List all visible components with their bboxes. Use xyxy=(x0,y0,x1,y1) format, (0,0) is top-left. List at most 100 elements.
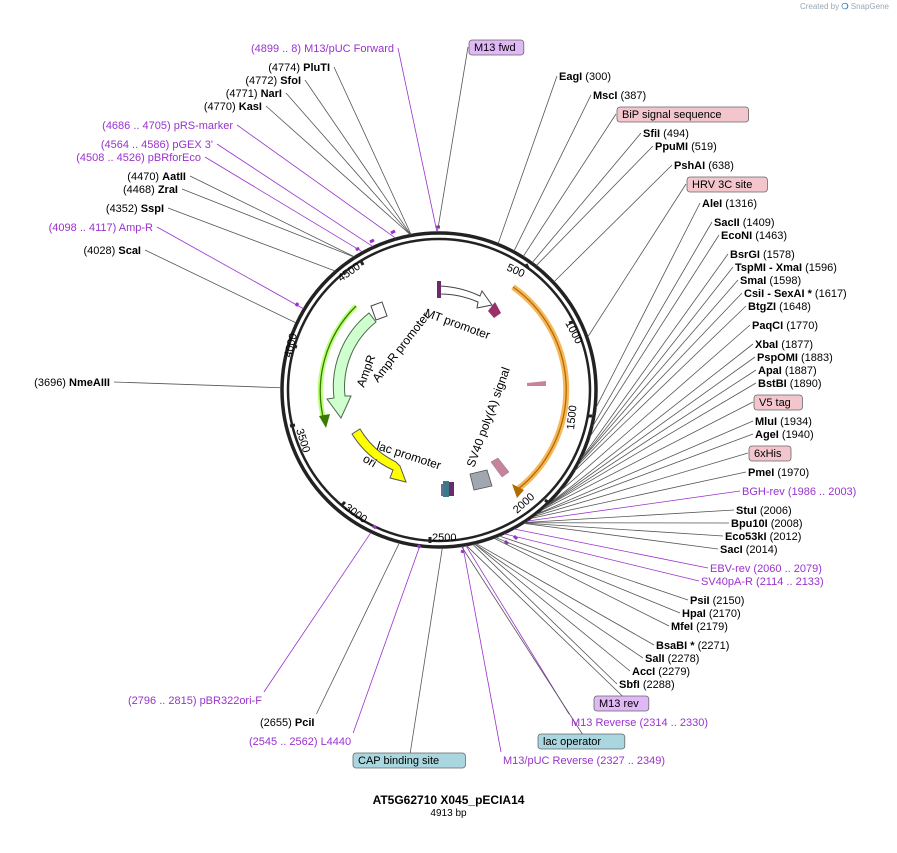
right-label-paqci: PaqCI (1770) xyxy=(752,320,818,332)
left-label-sspi: (4352) SspI xyxy=(106,203,164,215)
sv40pa-box xyxy=(469,469,493,491)
bottom-label-pcii: (2655) PciI xyxy=(260,717,314,729)
mt-promoter-label: MT promoter xyxy=(423,306,492,343)
right-label-sacii-position: (1409) xyxy=(743,217,775,229)
right-label-bgh-rev-line xyxy=(527,490,741,522)
label-connectors xyxy=(113,46,757,754)
right-label-bip-signal-sequence-line xyxy=(522,113,617,257)
right-label-mfei-line xyxy=(493,537,670,627)
right-label-smai-line xyxy=(579,279,739,463)
right-label-hpai-position: (2170) xyxy=(709,608,741,620)
left-label-kasi-line xyxy=(265,105,411,235)
left-label-sfoi-line xyxy=(304,79,411,235)
right-label-alei-position: (1316) xyxy=(725,198,757,210)
right-label-ppumi-text: PpuMI (519) xyxy=(655,141,717,153)
left-label-zrai-enzyme: ZraI xyxy=(158,184,178,196)
right-label-mlui-position: (1934) xyxy=(780,416,812,428)
left-label-4098-4117-amp-r-line xyxy=(156,226,304,310)
right-label-saci: SacI (2014) xyxy=(720,544,777,556)
bottom-label-l4440-range: (2545 .. 2562) xyxy=(249,736,321,748)
right-label-sfii-line xyxy=(532,132,642,263)
right-label-eagi: EagI (300) xyxy=(559,71,611,83)
right-label-6xhis-box xyxy=(748,445,792,462)
right-label-btgzi-line xyxy=(574,305,747,472)
right-label-alei-enzyme: AleI xyxy=(702,198,725,210)
right-label-apai-text: ApaI (1887) xyxy=(758,365,817,377)
right-label-m13-fwd: M13 fwd xyxy=(468,39,525,56)
right-label-ebv-rev-line xyxy=(514,528,709,569)
right-label-acci-enzyme: AccI xyxy=(632,666,658,678)
bottom-label-pcii-line xyxy=(316,542,400,715)
right-label-ppumi-position: (519) xyxy=(691,141,717,153)
right-label-smai: SmaI (1598) xyxy=(740,275,801,287)
right-label-psii-enzyme: PsiI xyxy=(690,595,713,607)
right-label-xbai-enzyme: XbaI xyxy=(755,339,781,351)
right-label-bpu10i-enzyme: Bpu10I xyxy=(731,518,771,530)
left-label-4508-4526-pbrforeco-text: (4508 .. 4526) pBRforEco xyxy=(76,152,201,164)
left-label-4564-4586-pgex-3: (4564 .. 4586) pGEX 3' xyxy=(101,139,213,151)
left-label-sspi-enzyme: SspI xyxy=(141,203,164,215)
right-label-acci-line xyxy=(474,543,631,672)
right-label-mfei-position: (2179) xyxy=(696,621,728,633)
bottom-label-m13-reverse-text: M13 Reverse (2314 .. 2330) xyxy=(571,717,708,729)
right-label-sbfi: SbfI (2288) xyxy=(619,679,675,691)
left-label-pluti: (4774) PluTI xyxy=(268,62,330,74)
left-label-4098-4117-amp-r: (4098 .. 4117) Amp-R xyxy=(49,222,153,234)
left-label-aatii: (4470) AatII xyxy=(127,171,186,183)
bip-sv40-region-arc-inner xyxy=(512,286,567,490)
right-label-agei-line xyxy=(535,433,754,516)
right-label-eco53ki-line xyxy=(524,522,724,537)
right-label-mfei: MfeI (2179) xyxy=(671,621,728,633)
right-label-sv40pa-r: SV40pA-R (2114 .. 2133) xyxy=(701,576,824,588)
right-label-bsabi-position: (2271) xyxy=(698,640,730,652)
bottom-label-cap-binding-site-box xyxy=(352,752,466,769)
ampR-arc-arrowhead xyxy=(319,414,330,428)
right-label-pspomi-position: (1883) xyxy=(801,352,833,364)
right-label-apai-position: (1887) xyxy=(785,365,817,377)
bottom-label-cap-binding-site-text: CAP binding site xyxy=(358,755,439,767)
right-label-bstbi: BstBI (1890) xyxy=(758,378,822,390)
tick-label-4500: 4500 xyxy=(336,261,363,285)
left-label-nmeaiii-line xyxy=(113,381,282,389)
right-label-hrv-3c-site: HRV 3C site xyxy=(686,176,768,193)
right-label-bgh-rev-range: (1986 .. 2003) xyxy=(788,486,857,498)
right-label-hrv-3c-site-line xyxy=(587,183,687,338)
right-label-stui-text: StuI (2006) xyxy=(736,505,792,517)
right-label-sacii-enzyme: SacII xyxy=(714,217,743,229)
right-label-tspmi-xmai-line xyxy=(579,266,734,462)
bottom-label-lac-operator-line xyxy=(461,546,583,735)
right-label-pmei-position: (1970) xyxy=(777,467,809,479)
right-label-sbfi-position: (2288) xyxy=(643,679,675,691)
left-label-aatii-text: (4470) AatII xyxy=(127,171,186,183)
right-label-eagi-enzyme: EagI xyxy=(559,71,585,83)
right-label-v5-tag-line xyxy=(541,401,754,511)
left-label-nari-text: (4771) NarI xyxy=(226,88,282,100)
right-label-ebv-rev-text: EBV-rev (2060 .. 2079) xyxy=(710,563,822,575)
right-label-paqci-position: (1770) xyxy=(786,320,818,332)
right-label-sv40pa-r-primer: SV40pA-R xyxy=(701,576,756,588)
left-label-pluti-enzyme: PluTI xyxy=(303,62,330,74)
left-label-4564-4586-pgex-3-text: (4564 .. 4586) pGEX 3' xyxy=(101,139,213,151)
plasmid-name: AT5G62710 X045_pECIA14 xyxy=(372,793,525,807)
right-label-sfii: SfiI (494) xyxy=(643,128,689,140)
right-label-hpai-enzyme: HpaI xyxy=(682,608,709,620)
v5-his-marker xyxy=(490,457,510,478)
right-label-msci-text: MscI (387) xyxy=(593,90,646,102)
right-label-csii-sexai-position: (1617) xyxy=(815,288,847,300)
right-label-pspomi-line xyxy=(544,356,756,508)
right-label-mlui-line xyxy=(536,420,754,515)
right-label-bsabi-line xyxy=(475,543,655,646)
right-label-ppumi-enzyme: PpuMI xyxy=(655,141,691,153)
right-label-csii-sexai-line xyxy=(577,292,743,466)
right-label-xbai: XbaI (1877) xyxy=(755,339,813,351)
ampR-promoter-label: AmpR promoter xyxy=(369,309,432,384)
right-label-msci-position: (387) xyxy=(621,90,647,102)
right-label-bpu10i-text: Bpu10I (2008) xyxy=(731,518,803,530)
bottom-label-l4440-text: (2545 .. 2562) L4440 xyxy=(249,736,351,748)
left-label-sspi-position: (4352) xyxy=(106,203,141,215)
left-label-zrai-text: (4468) ZraI xyxy=(123,184,178,196)
right-label-msci-enzyme: MscI xyxy=(593,90,621,102)
right-label-6xhis-text: 6xHis xyxy=(754,448,782,460)
right-label-sbfi-text: SbfI (2288) xyxy=(619,679,675,691)
bottom-label-m13-puc-reverse: M13/pUC Reverse (2327 .. 2349) xyxy=(503,755,665,767)
